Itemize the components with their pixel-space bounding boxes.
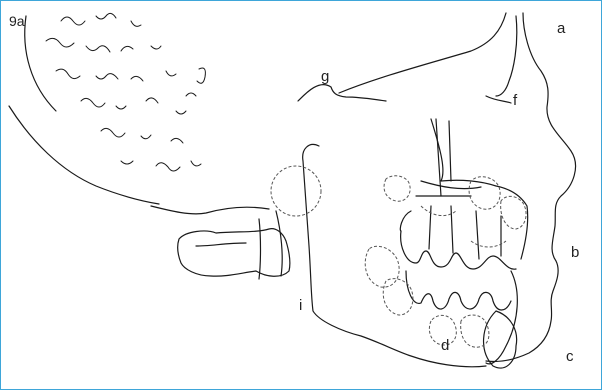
landmark-label-d: d [441,337,449,354]
landmark-label-c: c [566,348,574,365]
landmark-label-g: g [321,68,329,85]
figure-label: 9a [9,13,25,29]
landmark-label-b: b [571,244,579,261]
orbital-roof-line [298,85,386,101]
unerupted-teeth-lower [365,246,489,347]
upper-tooth-root [436,119,451,196]
landmark-label-a: a [557,20,566,37]
tooth-germ-outline [421,206,506,247]
upper-teeth [401,231,516,269]
nasal-line [486,96,511,103]
lower-teeth [406,271,511,310]
unerupted-teeth-upper [384,176,526,229]
anterior-cranial-line [339,13,506,93]
maxilla-outline [431,119,528,259]
vertebra-outline [178,229,290,277]
condyle-dashed-circle [271,166,321,216]
cranial-base-outline [9,106,159,204]
ramus-outline [303,144,486,366]
landmark-label-f: f [513,92,518,109]
palate-outline [421,181,481,189]
trabecular-bone-texture [46,13,205,171]
landmark-label-i: i [299,297,302,314]
cranial-vault-inner [25,16,56,111]
vertebra-divider [196,211,282,279]
pharyngeal-wall [151,206,269,214]
